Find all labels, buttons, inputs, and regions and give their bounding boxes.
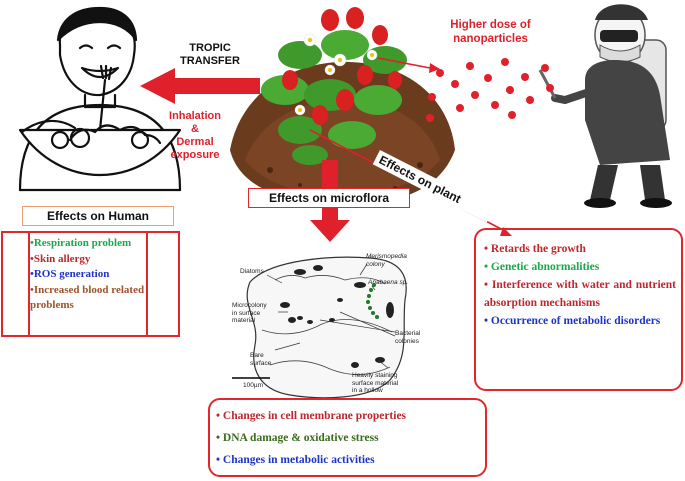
- human-effect-item: •Increased blood related problems: [30, 283, 145, 312]
- human-effects-list: •Respiration problem •Skin allergy •ROS …: [30, 236, 175, 314]
- plant-effect-item: • Genetic abnormalities: [484, 261, 600, 273]
- tropic-transfer-label: TROPIC TRANSFER: [180, 42, 240, 67]
- plant-effect-item: • Retards the growth: [484, 243, 586, 255]
- plant-effect-item: • Interference with water and nutrient a…: [484, 279, 676, 309]
- plant-effects-box: [474, 228, 683, 391]
- tropic-transfer-arrow: [140, 68, 260, 104]
- anabaena-label: Anabaena sp.: [368, 279, 409, 286]
- plant-effects-list: • Retards the growth • Genetic abnormali…: [484, 240, 676, 330]
- nanoparticle-dots: [426, 58, 554, 122]
- microflora-effect-item: • Changes in metabolic activities: [216, 454, 375, 466]
- diatoms-label: Diatoms: [240, 268, 264, 275]
- higher-dose-label: Higher dose of nanoparticles: [450, 19, 531, 45]
- merismopedia-label: Merismopedia colony: [366, 253, 407, 268]
- plant-effect-item: • Occurrence of metabolic disorders: [484, 315, 661, 327]
- human-effects-inner-box: [28, 233, 148, 335]
- microflora-figure: [232, 256, 407, 399]
- person-eating-illustration: [18, 6, 182, 192]
- heavily-staining-label: Heavily staining surface material in a h…: [352, 372, 399, 394]
- human-effect-item: •Skin allergy: [30, 252, 91, 265]
- scale-bar-label: 100µm: [243, 382, 264, 389]
- effects-on-microflora-label: Effects on microflora: [248, 188, 410, 208]
- human-effect-item: •Respiration problem: [30, 237, 132, 249]
- sprayer-person-illustration: [538, 4, 672, 208]
- microflora-effect-item: • DNA damage & oxidative stress: [216, 432, 379, 444]
- microflora-effect-item: • Changes in cell membrane properties: [216, 410, 407, 422]
- microflora-effects-box: [208, 398, 487, 477]
- inhalation-label: Inhalation & Dermal exposure: [169, 110, 221, 161]
- human-effect-item: •ROS generation: [30, 268, 110, 280]
- human-effects-box: [1, 231, 180, 337]
- bare-surface-label: Bare surface: [250, 352, 272, 367]
- microcolony-label: Microcolony in surface material: [232, 302, 267, 324]
- microflora-effects-list: • Changes in cell membrane properties • …: [216, 405, 484, 471]
- bacterial-label: Bacterial colonies: [395, 330, 421, 345]
- effects-on-human-label: Effects on Human: [22, 206, 174, 226]
